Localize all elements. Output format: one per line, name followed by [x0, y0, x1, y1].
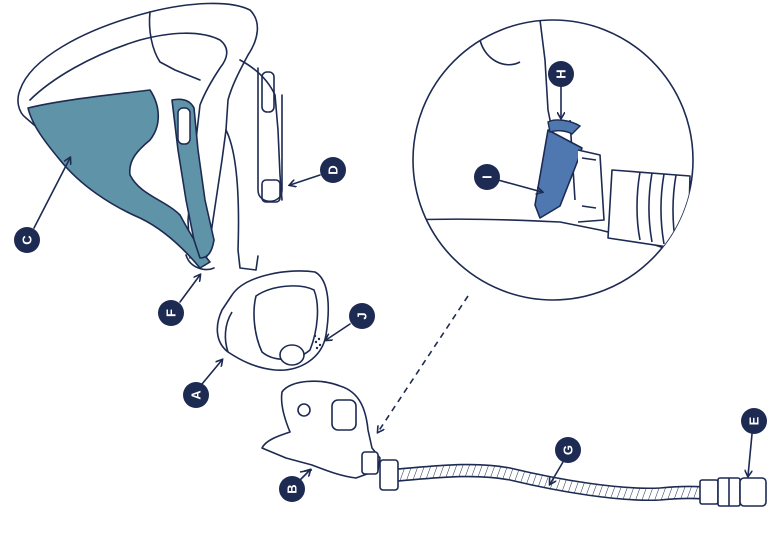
callout-c-label: C — [20, 235, 35, 245]
callout-i: I — [474, 164, 500, 190]
callout-e: E — [741, 408, 767, 434]
callout-b: B — [279, 476, 305, 502]
callout-j-label: J — [355, 312, 370, 319]
zoom-detail — [410, 20, 700, 300]
callout-f-label: F — [164, 309, 179, 317]
callout-g: G — [555, 437, 581, 463]
callout-b-label: B — [285, 484, 300, 493]
mask-cushion — [217, 271, 328, 370]
callout-i-label: I — [480, 175, 495, 179]
callout-h-label: H — [554, 69, 569, 78]
callout-f: F — [158, 300, 184, 326]
callout-a-label: A — [189, 390, 204, 400]
air-tube — [380, 460, 766, 506]
mask-frame — [262, 381, 380, 478]
zoom-connector-line — [378, 296, 468, 432]
callout-a: A — [183, 382, 209, 408]
callout-j: J — [349, 303, 375, 329]
callout-c: C — [14, 227, 40, 253]
callout-d: D — [320, 157, 346, 183]
callout-g-label: G — [561, 445, 576, 455]
callout-d-label: D — [326, 165, 341, 174]
callout-e-label: E — [747, 416, 762, 425]
strap-buckle — [178, 108, 190, 144]
callout-h: H — [548, 61, 574, 87]
